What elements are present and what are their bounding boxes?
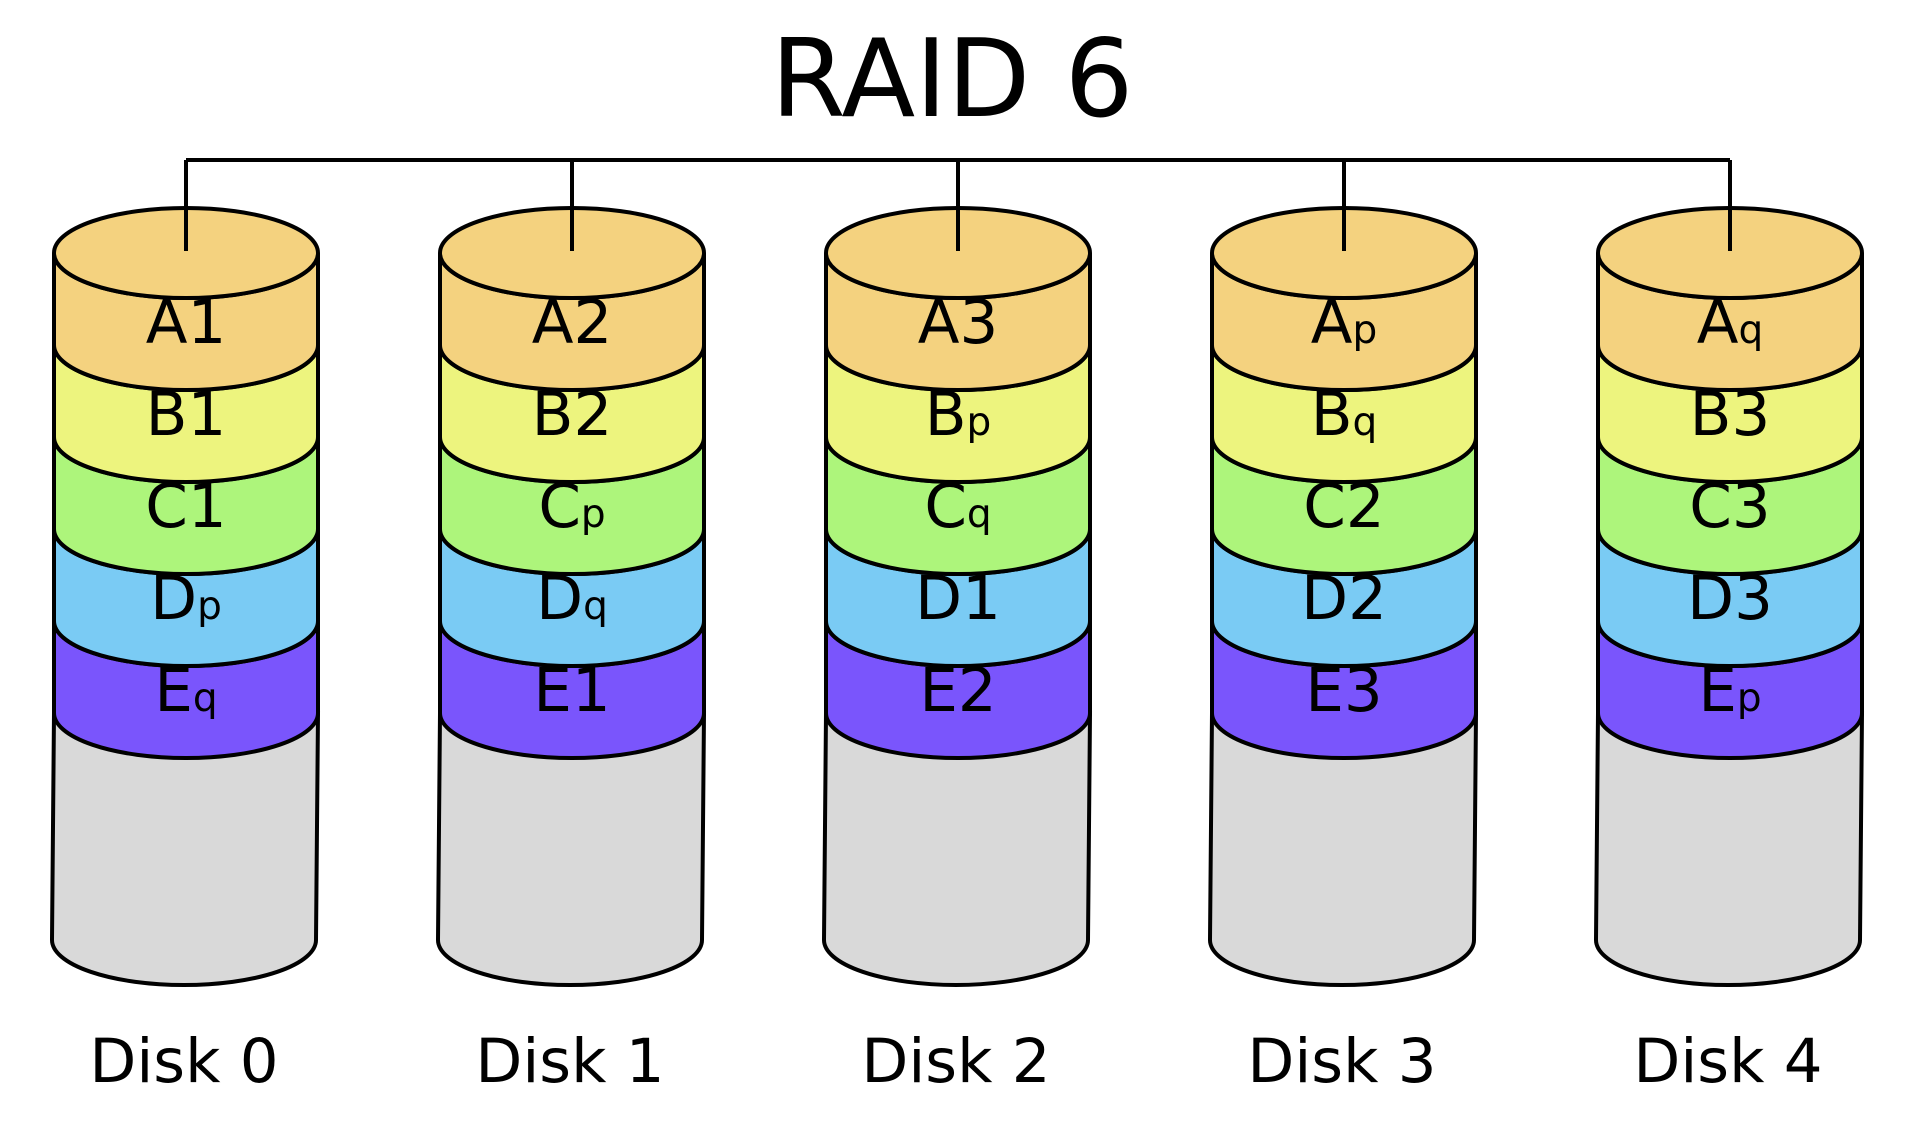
block-label: B3 [1690,379,1771,450]
block-label-sub: 3 [1344,655,1383,726]
block-label: A2 [532,287,613,358]
block-label-main: E [1305,655,1344,726]
block-label-main: A [1697,287,1739,358]
block-label-sub: p [581,492,606,537]
block-label: E1 [533,655,610,726]
block-label-main: E [919,655,958,726]
block-label-sub: p [967,400,992,445]
diagram-title: RAID 6 [771,17,1134,142]
disk-empty-space [821,711,1093,987]
block-label-main: A [532,287,574,358]
block-label-sub: 1 [188,379,227,450]
block-label-main: C [924,471,967,542]
block-label-main: E [1698,655,1737,726]
block-label-main: D [915,563,962,634]
block-label: C2 [1303,471,1384,542]
block-label-main: E [154,655,193,726]
block-label-sub: q [1353,400,1378,445]
block-label: Eq [154,655,217,726]
block-label-sub: 1 [187,287,226,358]
block-label-main: B [1311,379,1353,450]
block-label: B1 [146,379,227,450]
block-label: Cq [924,471,991,542]
block-label: Dq [536,563,608,634]
block-label-main: D [1687,563,1734,634]
block-label-main: A [146,287,188,358]
block-label-main: B [925,379,967,450]
block-label: C3 [1689,471,1770,542]
disk-label: Disk 4 [1633,1026,1822,1097]
block-label-sub: 2 [958,655,997,726]
block-label: D1 [915,563,1001,634]
block-label: D2 [1301,563,1387,634]
block-label-sub: p [1737,676,1762,721]
block-label-main: C [145,471,188,542]
block-label: E3 [1305,655,1382,726]
block-label-sub: 3 [1732,471,1771,542]
block-label: Ap [1311,287,1378,358]
block-label-main: B [532,379,574,450]
block-label: D3 [1687,563,1773,634]
block-label: Cp [538,471,605,542]
disk-empty-space [49,711,321,987]
block-label-sub: q [583,584,608,629]
block-label-main: C [1689,471,1732,542]
block-label-sub: 2 [573,287,612,358]
block-label: C1 [145,471,226,542]
block-label: A1 [146,287,227,358]
block-label-main: D [150,563,197,634]
disk-label: Disk 3 [1247,1026,1436,1097]
block-label-sub: q [967,492,992,537]
block-label-sub: q [193,676,218,721]
block-label: Dp [150,563,222,634]
block-label-sub: 3 [1732,379,1771,450]
block-label-main: E [533,655,572,726]
disk-label: Disk 1 [475,1026,664,1097]
block-label-sub: q [1738,308,1763,353]
block-label: Bp [925,379,992,450]
block-label: Aq [1697,287,1764,358]
block-label-sub: 2 [574,379,613,450]
block-label-sub: p [197,584,222,629]
disk-empty-space [1593,711,1865,987]
block-label-sub: 2 [1348,563,1387,634]
block-label-sub: 1 [188,471,227,542]
block-label-sub: 1 [572,655,611,726]
block-label-sub: 3 [959,287,998,358]
block-label: Ep [1698,655,1761,726]
block-label-main: A [1311,287,1353,358]
block-label: Bq [1311,379,1378,450]
block-label: A3 [918,287,999,358]
block-label-sub: p [1352,308,1377,353]
disk-empty-space [435,711,707,987]
block-label-sub: 3 [1734,563,1773,634]
block-label: E2 [919,655,996,726]
block-label-main: C [538,471,581,542]
disk-empty-space [1207,711,1479,987]
disk-label: Disk 0 [89,1026,278,1097]
block-label-main: B [146,379,188,450]
block-label-main: D [1301,563,1348,634]
disk-label: Disk 2 [861,1026,1050,1097]
block-label-main: D [536,563,583,634]
block-label-main: C [1303,471,1346,542]
block-label-sub: 1 [962,563,1001,634]
block-label-sub: 2 [1346,471,1385,542]
block-label-main: A [918,287,960,358]
block-label: B2 [532,379,613,450]
block-label-main: B [1690,379,1732,450]
